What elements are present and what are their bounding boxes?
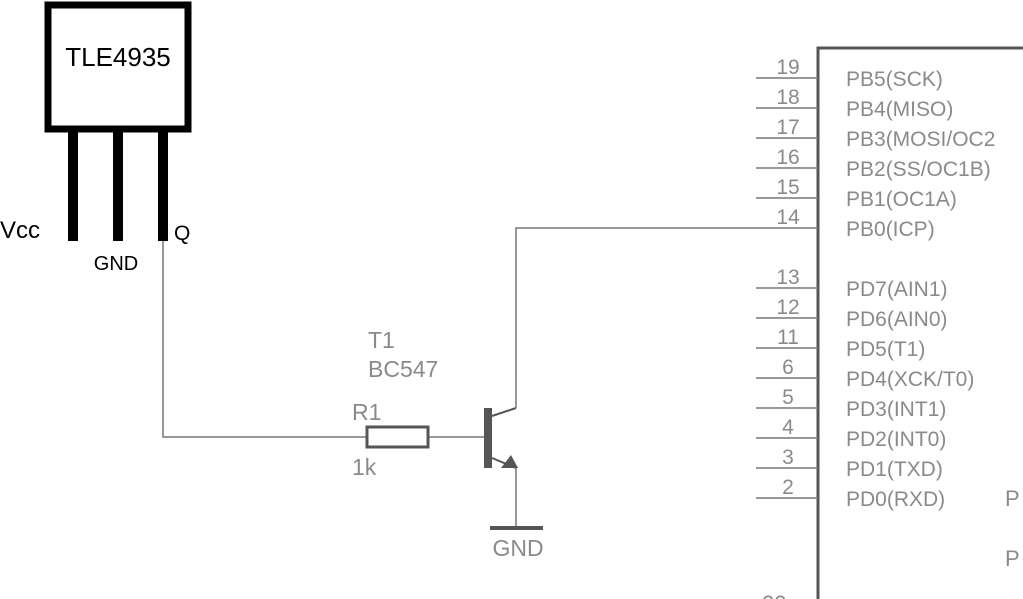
mcu-pin-name: PD7(AIN1) [846, 278, 948, 301]
mcu-pin-number: 18 [776, 86, 799, 109]
transistor-ref: T1 [368, 327, 395, 353]
mcu-pin-name: PD3(INT1) [846, 398, 946, 421]
mcu-pin-name: PD2(INT0) [846, 428, 946, 451]
transistor-base-bar [484, 408, 492, 468]
resistor-body [365, 425, 430, 449]
gnd-label: GND [492, 535, 543, 561]
mcu-body-outline [816, 46, 1023, 599]
mcu-pin-number: 13 [776, 266, 799, 289]
pin-label-vcc: Vcc [0, 217, 40, 244]
wires [162, 227, 756, 528]
mcu-pin-number: 6 [782, 356, 794, 379]
mcu-pin-number: 5 [782, 386, 794, 409]
mcu-pin-number-partial: 20 [762, 591, 786, 599]
mcu-pin-number: 15 [776, 176, 799, 199]
wire-q-to-r1 [162, 241, 338, 438]
mcu-pin-name: PB0(ICP) [846, 218, 935, 241]
mcu-pin-name: PB4(MISO) [846, 98, 953, 121]
sensor-pin-vcc [68, 131, 78, 241]
mcu-pin-number: 17 [776, 116, 799, 139]
wire-collector-to-pb0 [515, 227, 756, 377]
transistor-part: BC547 [368, 356, 438, 382]
mcu-pin-name: PD0(RXD) [846, 488, 945, 511]
mcu-pin-list: 19PB5(SCK)18PB4(MISO)17PB3(MOSI/OC216PB2… [756, 56, 995, 511]
mcu-pin-number: 16 [776, 146, 799, 169]
mcu-pin-number: 2 [782, 476, 794, 499]
sensor-body [44, 1, 192, 133]
sensor-pin-q [158, 131, 168, 241]
sensor-pin-gnd [113, 131, 123, 241]
mcu-right-label: P [1005, 486, 1020, 511]
transistor-t1: T1 BC547 GND [368, 327, 544, 561]
mcu-pin-name: PB3(MOSI/OC2 [846, 128, 995, 151]
mcu-pin-number: 4 [782, 416, 794, 439]
emitter-arrow-icon [501, 455, 518, 468]
mcu-right-label: P [1005, 546, 1020, 571]
mcu-pin-number: 14 [776, 206, 800, 229]
pin-label-gnd: GND [94, 253, 138, 275]
mcu-pin-number: 19 [776, 56, 799, 79]
resistor-value: 1k [352, 454, 377, 480]
pin-label-q: Q [174, 222, 190, 245]
mcu-pin-name: PD6(AIN0) [846, 308, 948, 331]
mcu-pin-name: PB1(OC1A) [846, 188, 957, 211]
mcu-pin-name: PB5(SCK) [846, 68, 943, 91]
hall-sensor: TLE4935 Vcc GND Q [0, 1, 192, 275]
transistor-collector [491, 407, 517, 417]
mcu-pin-name: PD5(T1) [846, 338, 925, 361]
mcu-pin-name: PD1(TXD) [846, 458, 943, 481]
mcu-pin-name: PD4(XCK/T0) [846, 368, 974, 391]
mcu-pin-number: 3 [782, 446, 794, 469]
sensor-name: TLE4935 [65, 42, 171, 72]
mcu-pin-name: PB2(SS/OC1B) [846, 158, 991, 181]
resistor-r1: R1 1k [338, 399, 430, 480]
mcu-pin-number: 11 [777, 326, 799, 349]
microcontroller: 19PB5(SCK)18PB4(MISO)17PB3(MOSI/OC216PB2… [756, 46, 1023, 599]
resistor-ref: R1 [352, 399, 381, 425]
mcu-pin-number: 12 [776, 296, 799, 319]
